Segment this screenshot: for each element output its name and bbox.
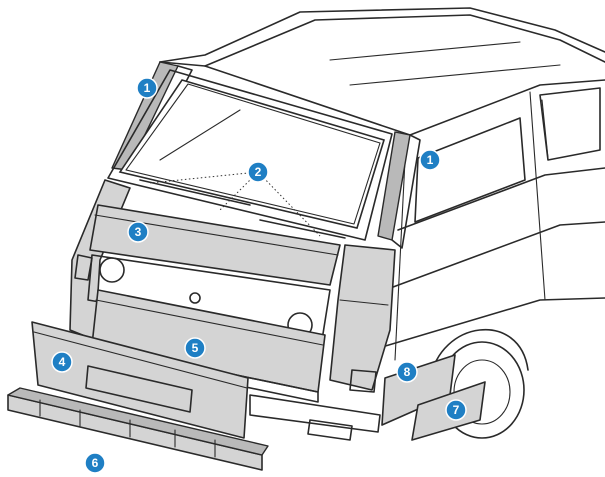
svg-text:1: 1 <box>427 153 434 167</box>
a-pillar-right <box>378 132 420 248</box>
svg-text:6: 6 <box>92 456 99 470</box>
callout-8: 8 <box>397 362 417 382</box>
svg-text:1: 1 <box>144 81 151 95</box>
front-body-right <box>330 245 395 392</box>
svg-text:4: 4 <box>59 355 66 369</box>
svg-text:2: 2 <box>255 165 262 179</box>
callout-5: 5 <box>185 338 205 358</box>
callout-6: 6 <box>85 453 105 473</box>
callout-4: 4 <box>52 352 72 372</box>
callout-2: 2 <box>248 162 268 182</box>
callout-3: 3 <box>128 222 148 242</box>
svg-text:3: 3 <box>135 225 142 239</box>
callout-1-right: 1 <box>420 150 440 170</box>
svg-text:8: 8 <box>404 365 411 379</box>
callout-7: 7 <box>446 400 466 420</box>
svg-text:5: 5 <box>192 341 199 355</box>
svg-text:7: 7 <box>453 403 460 417</box>
callout-1-left: 1 <box>137 78 157 98</box>
